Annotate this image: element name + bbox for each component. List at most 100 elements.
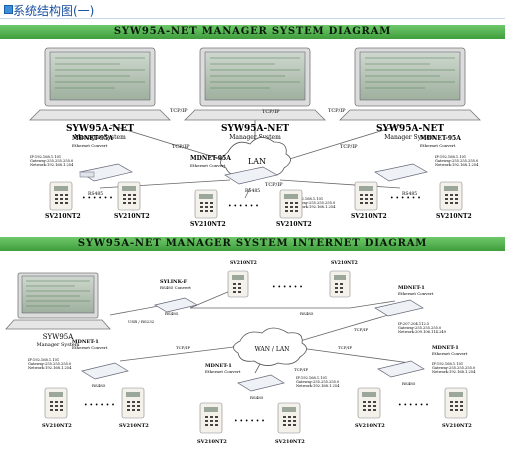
bottom-terminals <box>44 387 468 434</box>
converter-3-ip: IP:192.168.1.101 <box>435 155 466 159</box>
tcp-label-5: TCP/IP <box>265 182 283 188</box>
diagram2-banner-title: SYW95A-NET MANAGER SYSTEM INTERNET DIAGR… <box>77 238 428 249</box>
terminal-3 <box>194 189 218 219</box>
top-terminal-2 <box>329 270 351 298</box>
converter-right-ip: IP:192.168.1.101 <box>432 362 463 366</box>
bottom-terminal-6 <box>444 387 468 419</box>
converter-right-network: Network:192.168.1.254 <box>432 370 476 374</box>
converter-3-network: Network:192.168.1.254 <box>435 163 479 167</box>
terminal-2 <box>117 181 141 211</box>
converter-left-name: MDNET-1 <box>72 339 99 345</box>
terminal-label-1: SV210NT2 <box>45 213 81 220</box>
tcp-label-3: TCP/IP <box>328 108 346 114</box>
terminal-4 <box>279 189 303 219</box>
converter-2: MDNET-95A Ethernet Convert IP:192.168.1.… <box>190 155 336 209</box>
converter-left-network: Network:192.168.1.254 <box>28 366 72 370</box>
workstation-3-title: SYW95A-NET <box>376 124 444 134</box>
usb-label: USB / RS232 <box>128 319 155 324</box>
converter-2-name: MDNET-95A <box>190 155 231 162</box>
tcp-label-1: TCP/IP <box>170 108 188 114</box>
sylink-name: SYLINK-F <box>160 279 188 285</box>
converter-1-type: Ethernet Convert <box>72 143 108 148</box>
sylink-converter: SYLINK-F RS485 Convert RS485 <box>154 279 198 316</box>
tcp-label-center: TCP/IP <box>294 367 308 372</box>
converter-right-type: Ethernet Convert <box>432 351 468 356</box>
tcp-label-2: TCP/IP <box>262 109 280 115</box>
wan-lan-cloud: WAN / LAN <box>233 327 307 366</box>
converter-center-gateway: Gateway:255.255.255.0 <box>296 380 340 384</box>
converter-2-network: Network:192.168.1.254 <box>292 205 336 209</box>
page-header: 系统结构图(一) <box>0 0 505 22</box>
workstation-1-subtitle: Manager System <box>74 134 126 141</box>
converter-right-gateway: Gateway:255.255.255.0 <box>432 366 476 370</box>
tcp-label-right: TCP/IP <box>338 345 352 350</box>
bottom-terminal-5 <box>357 387 381 419</box>
header-divider <box>0 18 505 19</box>
converter-3-name: MDNET-95A <box>420 135 461 142</box>
top-terminal-label-1: SV210NT2 <box>230 260 257 266</box>
terminal-label-6: SV210NT2 <box>436 213 472 220</box>
top-dots: • • • • • • <box>272 284 303 291</box>
converter-main-name: MDNET-1 <box>398 285 425 291</box>
terminal-1 <box>49 181 73 211</box>
bottom-terminal-4 <box>277 402 301 434</box>
workstation-main: SYW95A Manager System <box>5 272 111 348</box>
tcp-label-4: TCP/IP <box>172 144 190 150</box>
converter-left: MDNET-1 Ethernet Convert IP:192.168.1.10… <box>28 339 129 388</box>
converter-1-network: Network:192.168.1.254 <box>30 163 74 167</box>
bottom-dots-2: • • • • • • <box>234 418 265 425</box>
bus-rs485-label: RS485 <box>300 311 314 316</box>
workstation-1: SYW95A-NET Manager System <box>29 47 171 141</box>
workstation-1-title: SYW95A-NET <box>66 124 134 134</box>
bottom-terminal-label-3: SV210NT2 <box>197 439 227 445</box>
converter-3: MDNET-95A Ethernet Convert IP:192.168.1.… <box>374 135 479 197</box>
dots-3: • • • • • • <box>390 195 421 202</box>
converter-2-gateway: Gateway:255.255.255.0 <box>292 201 336 205</box>
top-terminal-label-2: SV210NT2 <box>331 260 358 266</box>
workstation-2-title: SYW95A-NET <box>221 124 289 134</box>
diagram2-links <box>109 290 411 374</box>
wan-lan-label: WAN / LAN <box>255 346 290 353</box>
converter-3-rs485: RS485 <box>402 191 417 197</box>
bottom-terminal-2 <box>121 387 145 419</box>
converter-1-ip: IP:192.168.1.101 <box>30 155 61 159</box>
converter-2-type: Ethernet Convert <box>190 163 226 168</box>
diagram1-network: SYW95A-NET Manager System SYW95A-NET Man… <box>29 47 481 228</box>
sylink-type: RS485 Convert <box>160 285 191 290</box>
workstation-main-title: SYW95A <box>43 333 75 341</box>
converter-left-ip: IP:192.168.1.101 <box>28 358 59 362</box>
sylink-rs485: RS485 <box>165 311 179 316</box>
dots-2: • • • • • • <box>228 203 259 210</box>
converter-center-network: Network:192.168.1.254 <box>296 384 340 388</box>
page-title: 系统结构图(一) <box>13 4 95 18</box>
terminal-label-2: SV210NT2 <box>114 213 150 220</box>
terminal-label-4: SV210NT2 <box>276 221 312 228</box>
converter-1: MDNET-95A Ethernet Convert IP:192.168.1.… <box>30 135 133 197</box>
converter-3-gateway: Gateway:255.255.255.0 <box>435 159 479 163</box>
bottom-dots-3: • • • • • • <box>398 402 429 409</box>
converter-left-gateway: Gateway:255.255.255.0 <box>28 362 72 366</box>
header-square-icon <box>4 5 13 14</box>
bottom-terminal-1 <box>44 387 68 419</box>
terminal-6 <box>439 181 463 211</box>
converter-main-network: Network:209.106.114.249 <box>398 330 447 334</box>
diagram1-terminals <box>49 181 463 219</box>
workstation-3-subtitle: Manager System <box>384 134 436 141</box>
converter-center-ip: IP:192.168.1.101 <box>296 376 327 380</box>
converter-main-type: Ethernet Convert <box>398 291 434 296</box>
tcp-label-main: TCP/IP <box>354 327 368 332</box>
workstation-3: SYW95A-NET Manager System <box>339 47 481 141</box>
diagram2-network: SYW95A Manager System USB / RS232 SYLINK… <box>5 260 476 445</box>
converter-main-ip: IP:207.204.112.5 <box>398 322 430 326</box>
converter-2-ip: IP:192.168.1.101 <box>292 197 323 201</box>
converter-center-type: Ethernet Convert <box>205 369 241 374</box>
workstation-main-subtitle: Manager System <box>37 342 80 348</box>
diagram1-banner: SYW95A-NET MANAGER SYSTEM DIAGRAM <box>0 25 505 39</box>
converter-main-gateway: Gateway:255.255.255.0 <box>398 326 442 330</box>
bottom-terminal-3 <box>199 402 223 434</box>
converter-left-type: Ethernet Convert <box>72 345 108 350</box>
tcp-label-6: TCP/IP <box>340 144 358 150</box>
dots-1: • • • • • • <box>82 195 113 202</box>
top-terminal-1 <box>227 270 249 298</box>
converter-1-rs485: RS485 <box>88 191 103 197</box>
